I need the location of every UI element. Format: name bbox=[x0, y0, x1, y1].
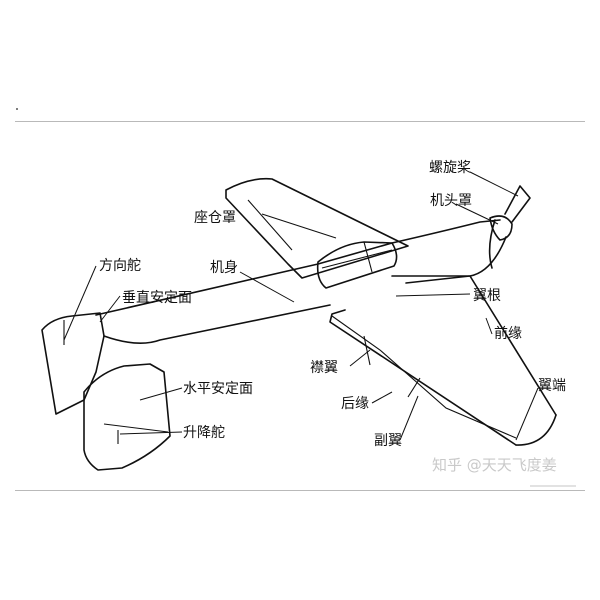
labels: 螺旋桨 机头罩 座仓罩 机身 方向舵 垂直安定面 水平安定面 升降舵 翼根 前缘… bbox=[99, 159, 566, 449]
label-wing-root: 翼根 bbox=[473, 288, 501, 304]
label-rudder: 方向舵 bbox=[99, 258, 141, 274]
propeller bbox=[504, 185, 531, 223]
label-canopy: 座仓罩 bbox=[194, 210, 236, 226]
horizontal-tail bbox=[83, 363, 171, 471]
stray-dot bbox=[16, 108, 18, 110]
label-fuselage: 机身 bbox=[210, 260, 238, 276]
canopy bbox=[316, 241, 398, 289]
label-vertical-stabilizer: 垂直安定面 bbox=[122, 289, 192, 306]
label-leading-edge: 前缘 bbox=[494, 325, 522, 342]
fuselage bbox=[95, 219, 507, 344]
upper-wing bbox=[225, 177, 409, 279]
label-trailing-edge: 后缘 bbox=[341, 396, 369, 412]
label-spinner: 机头罩 bbox=[430, 193, 472, 209]
leader-lines bbox=[63, 171, 539, 441]
label-elevator: 升降舵 bbox=[183, 425, 225, 441]
watermark: 知乎 @天天飞度姜 bbox=[432, 456, 576, 487]
vertical-tail bbox=[41, 312, 105, 415]
frame-top-line bbox=[15, 121, 585, 122]
watermark-text: 知乎 @天天飞度姜 bbox=[432, 456, 557, 474]
label-aileron: 副翼 bbox=[374, 433, 402, 449]
lower-wing bbox=[329, 275, 557, 446]
label-horizontal-stabilizer: 水平安定面 bbox=[183, 381, 253, 397]
frame-bottom-line bbox=[15, 490, 585, 491]
spinner bbox=[489, 215, 513, 241]
label-flap: 襟翼 bbox=[310, 360, 338, 376]
label-propeller: 螺旋桨 bbox=[429, 159, 471, 176]
label-wing-tip: 翼端 bbox=[538, 378, 566, 394]
